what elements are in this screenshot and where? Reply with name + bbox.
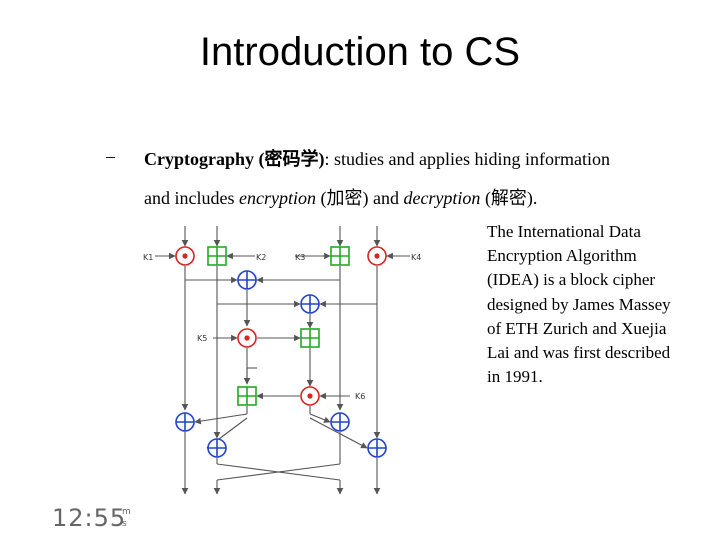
multiply-node [175, 246, 195, 266]
bullet-text-line-2: and includes encryption (加密) and decrypt… [144, 184, 537, 210]
key-label-k3: K3 [295, 253, 305, 262]
slide-title: Introduction to CS [199, 30, 521, 74]
key-label-k5: K5 [197, 334, 207, 343]
multiply-node [237, 328, 257, 348]
text-fragment: and includes [144, 188, 239, 208]
cryptography-term: Cryptography (密码学) [144, 149, 325, 169]
idea-description: The International Data Encryption Algori… [487, 222, 671, 387]
xor-node [300, 294, 320, 314]
xor-node [175, 412, 195, 432]
clock-seconds-unit: s [122, 519, 127, 529]
key-label-k4: K4 [411, 253, 421, 262]
add-node [207, 246, 227, 266]
bullet-text-line-1: Cryptography (密码学): studies and applies … [144, 145, 610, 171]
add-node [300, 328, 320, 348]
xor-node [330, 412, 350, 432]
idea-round-diagram: K1 K2 K3 K4 K5 K6 [143, 226, 421, 495]
xor-node [237, 270, 257, 290]
cryptography-definition: : studies and applies hiding information [324, 149, 610, 169]
bullet-marker: – [106, 146, 115, 166]
add-node [330, 246, 350, 266]
text-fragment: (加密) and [315, 188, 404, 208]
xor-node [367, 438, 387, 458]
multiply-node [367, 246, 387, 266]
encryption-term: encryption [238, 188, 316, 208]
decryption-term: decryption [403, 188, 481, 208]
data-lines [155, 226, 410, 495]
key-label-k6: K6 [355, 392, 365, 401]
xor-node [207, 438, 227, 458]
multiply-node [300, 386, 320, 406]
key-label-k2: K2 [256, 253, 266, 262]
clock-digits: 12:55 [52, 504, 126, 532]
clock-widget: 12:55 m s [52, 504, 131, 532]
text-fragment: (解密). [480, 188, 538, 208]
operation-nodes [175, 246, 387, 458]
add-node [237, 386, 257, 406]
clock-minutes-unit: m [122, 507, 131, 517]
key-label-k1: K1 [143, 253, 153, 262]
